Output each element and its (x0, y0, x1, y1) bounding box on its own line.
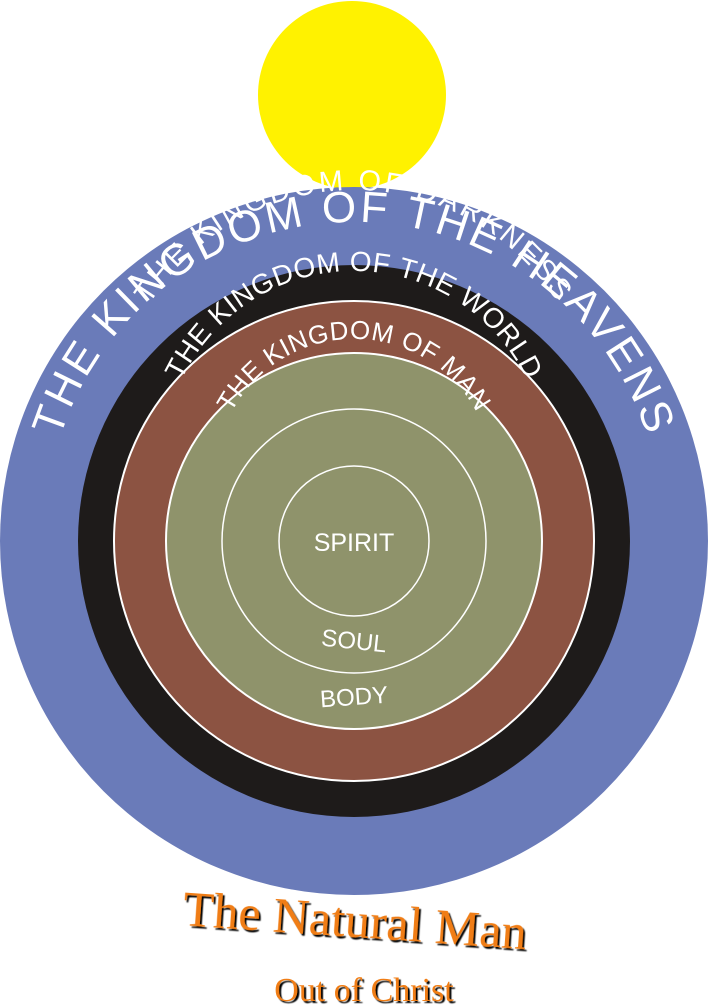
spirit-circle (278, 465, 430, 617)
label-body: BODY (319, 682, 389, 714)
caption-title: The Natural Man (181, 880, 528, 960)
caption-subtitle: Out of Christ (274, 972, 454, 1007)
soul-circle (221, 408, 487, 674)
ring-man (165, 352, 543, 730)
sun (258, 1, 446, 189)
label-spirit: SPIRIT (314, 529, 395, 557)
